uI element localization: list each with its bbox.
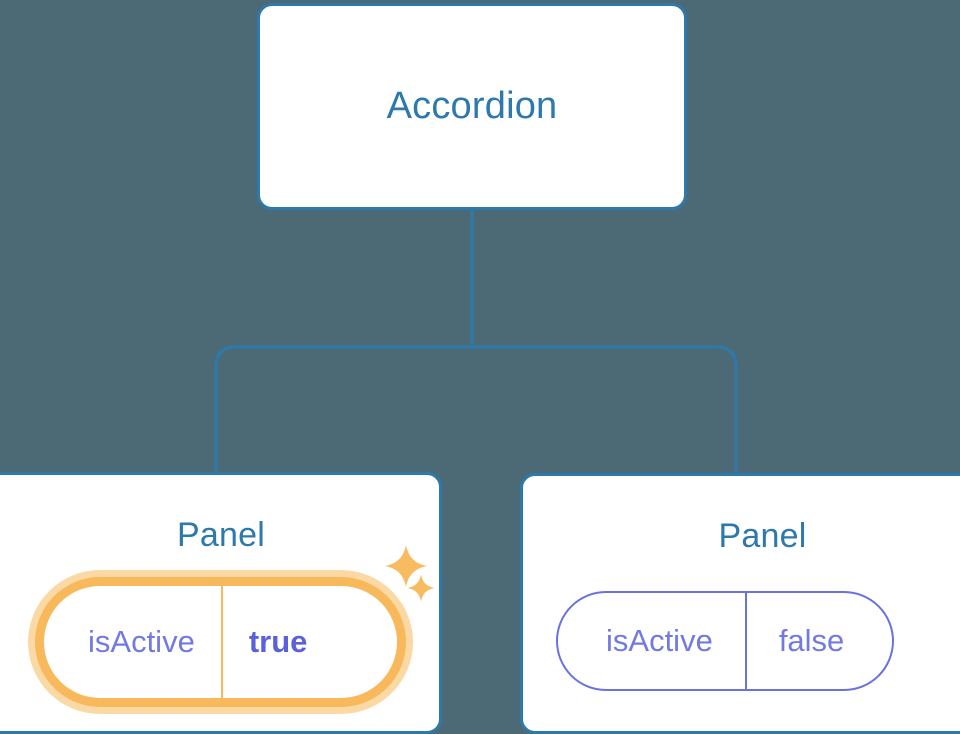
edge-to-left-child <box>214 345 237 472</box>
prop-pill-right-value: false <box>744 593 892 689</box>
prop-pill-left-value: true <box>220 586 352 698</box>
prop-pill-left-highlight-ring[interactable]: isActive true <box>28 570 413 714</box>
sparkle-small-icon <box>406 573 436 603</box>
node-accordion-title: Accordion <box>386 84 558 127</box>
sparkle-large-icon <box>383 543 429 589</box>
prop-pill-right-key: isActive <box>606 623 713 658</box>
prop-pill-left-inner-ring: isActive true <box>35 577 406 707</box>
node-panel-right-title: Panel <box>718 517 807 555</box>
node-panel-left-title: Panel <box>177 516 265 554</box>
prop-pill-left-key: isActive <box>88 624 195 659</box>
edge-to-right-child <box>715 345 738 472</box>
prop-pill-left[interactable]: isActive true <box>44 586 397 698</box>
node-accordion[interactable]: Accordion <box>257 3 687 210</box>
prop-pill-right[interactable]: isActive false <box>556 591 895 691</box>
